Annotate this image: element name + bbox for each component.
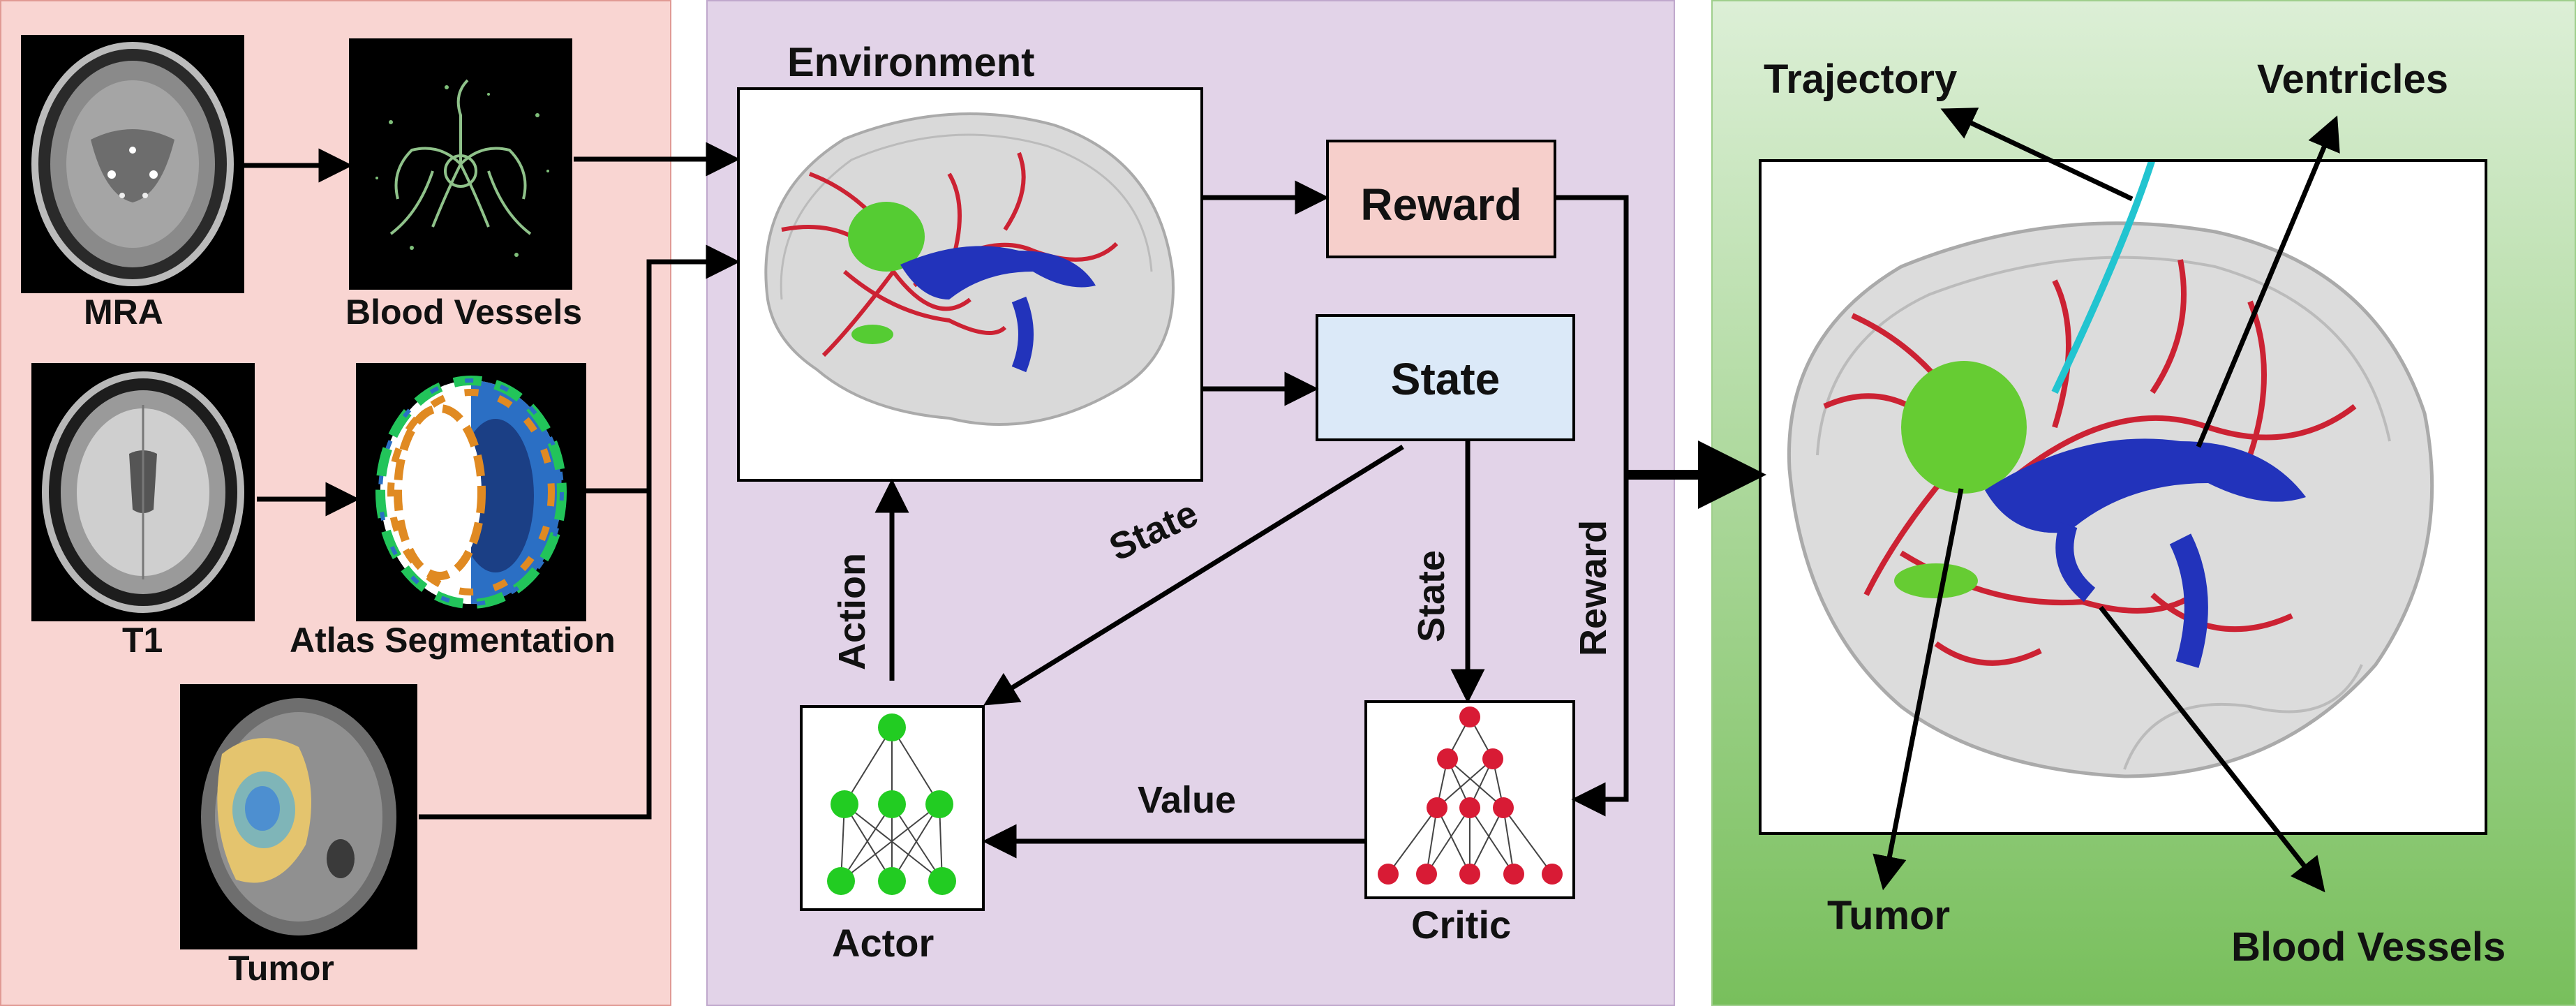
arrow-atlas-tumor-to-environment [586,244,740,494]
trajectory-label: Trajectory [1764,57,1958,102]
actor-node [878,867,906,895]
tumor-label-left: Tumor [228,949,334,988]
critic-node [1437,748,1458,769]
tumor-label-right: Tumor [1827,893,1951,938]
critic-node [1459,864,1480,885]
mra-image [21,35,244,293]
state-box-label: State [1390,354,1501,404]
actor-node [928,867,956,895]
atlas-segmentation-image [356,363,586,621]
actor-node [878,713,906,741]
line-tumor-merge [419,491,652,820]
actor-network-box [800,705,985,911]
tumor-image [180,684,417,949]
arrow-tumor-callout [1873,488,1964,891]
actor-node [827,867,855,895]
environment-label: Environment [787,40,1035,85]
critic-node [1503,864,1524,885]
atlas-segmentation-label: Atlas Segmentation [290,621,616,660]
arrow-ventricles-callout [2196,115,2340,448]
state-box: State [1316,314,1575,441]
critic-node [1416,864,1437,885]
critic-node [1542,864,1563,885]
actor-network-diagram [827,713,956,895]
actor-label: Actor [832,921,935,965]
value-edge-label: Value [1138,779,1237,821]
environment-brain-image [764,112,1175,426]
actor-node [925,790,953,818]
critic-node [1459,797,1480,818]
mra-label: MRA [84,293,163,332]
ventricles-label: Ventricles [2257,57,2449,102]
arrow-blood-vessels-callout [2099,605,2325,893]
blood-vessels-image [349,38,572,290]
actor-node [878,790,906,818]
arrow-state-to-actor [983,445,1404,706]
t1-image [31,363,255,621]
actor-node [831,790,858,818]
trajectory-brain-box [1759,158,2487,835]
critic-label: Critic [1411,903,1512,947]
critic-node [1378,864,1399,885]
critic-network-diagram [1378,707,1563,885]
environment-box [737,87,1203,482]
critic-network-box [1364,700,1575,899]
arrow-trajectory-callout [1940,108,2134,202]
blood-vessels-label-right: Blood Vessels [2231,924,2506,970]
critic-node [1427,797,1447,818]
reward-box: Reward [1326,140,1556,258]
trajectory-brain-image [1787,158,2434,778]
critic-node [1459,707,1480,727]
arrow-reward-to-critic [1556,195,1629,817]
reward-box-label: Reward [1360,179,1522,230]
t1-label: T1 [122,621,163,660]
critic-node [1482,748,1503,769]
critic-node [1493,797,1514,818]
blood-vessels-label: Blood Vessels [345,293,583,332]
